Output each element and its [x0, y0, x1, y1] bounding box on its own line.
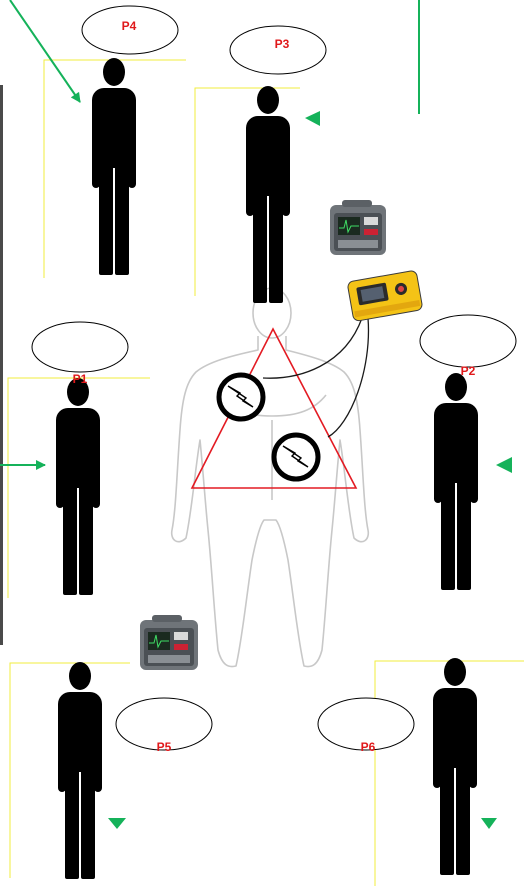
person-label-p4: P4 — [122, 19, 137, 33]
left-edge-bar — [0, 85, 3, 645]
label-bubble-p2 — [420, 315, 516, 367]
person-silhouette-icon — [246, 86, 290, 303]
patient-body-outline — [172, 288, 369, 667]
electrode-pad-upper — [219, 375, 263, 419]
aed-device-icon — [347, 270, 423, 322]
triangle-marker-p5 — [108, 818, 126, 829]
person-label-p1: P1 — [73, 372, 88, 386]
defibrillator-monitor-icon — [330, 200, 386, 255]
person-silhouette-icon — [56, 378, 100, 595]
triangle-marker-p3 — [305, 111, 320, 126]
person-label-p3: P3 — [275, 37, 290, 51]
person-silhouette-icon — [92, 58, 136, 275]
triangle-marker-p6 — [481, 818, 497, 829]
person-silhouette-icon — [434, 373, 478, 590]
label-bubble-p1 — [32, 322, 128, 372]
triangle-marker-p2 — [496, 457, 512, 473]
electrode-pad-lower — [274, 435, 318, 479]
person-silhouette-icon — [58, 662, 102, 879]
person-silhouette-icon — [433, 658, 477, 875]
person-label-p5: P5 — [157, 740, 172, 754]
diagonal-arrow-to-p4 — [10, 0, 80, 102]
person-label-p6: P6 — [361, 740, 376, 754]
defibrillator-monitor-icon — [140, 615, 198, 670]
person-label-p2: P2 — [461, 364, 476, 378]
